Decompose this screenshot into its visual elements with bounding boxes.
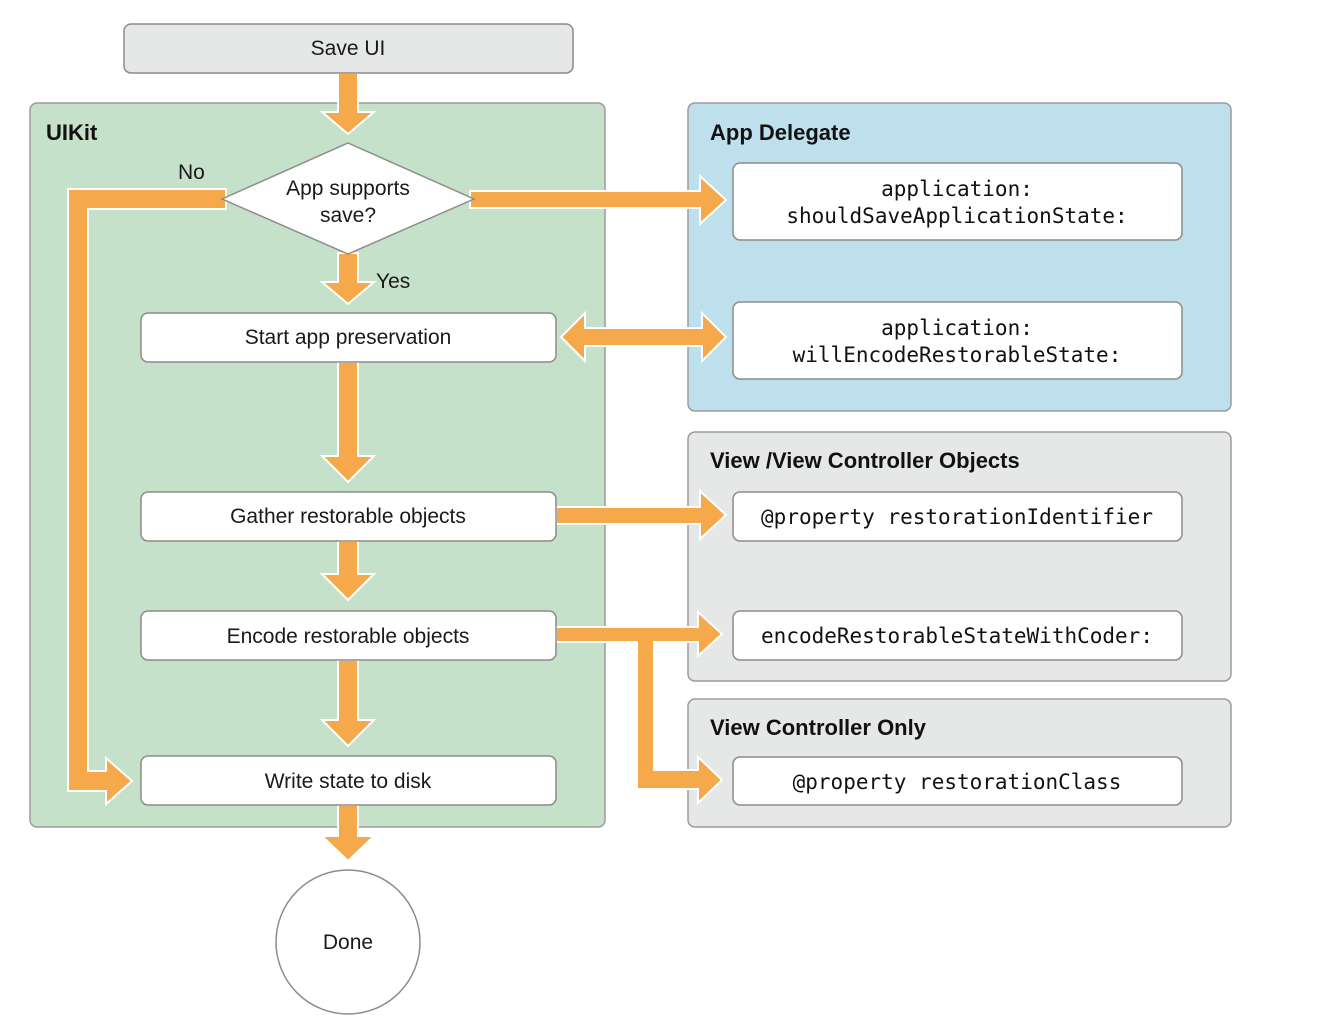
- save-ui-label: Save UI: [311, 37, 386, 60]
- restoration-class-label: @property restorationClass: [793, 770, 1122, 794]
- no-label: No: [178, 161, 205, 184]
- encode-objects-box: [140, 610, 557, 661]
- app-delegate-title: App Delegate: [710, 120, 851, 145]
- save-ui-box: [123, 23, 574, 74]
- restoration-identifier-box: [732, 491, 1183, 542]
- arrow-encode-to-write: [319, 659, 377, 748]
- view-objects-title: View /View Controller Objects: [710, 448, 1020, 473]
- will-encode-line2: willEncodeRestorableState:: [793, 343, 1122, 367]
- encode-with-coder-label: encodeRestorableStateWithCoder:: [761, 624, 1153, 648]
- arrow-gather-to-encode: [319, 540, 377, 602]
- gather-objects-box: [140, 491, 557, 542]
- restoration-class-box: [732, 756, 1183, 806]
- arrow-start-to-gather: [319, 361, 377, 484]
- flow-arrows: [67, 72, 728, 863]
- encode-with-coder-box: [732, 610, 1183, 661]
- write-state-box: [140, 755, 557, 806]
- decision-diamond: [220, 142, 476, 255]
- decision-label-line1: App supports: [286, 177, 410, 200]
- arrow-encode-to-coder-and-class: [555, 609, 724, 806]
- arrow-no-to-write: [67, 188, 227, 807]
- will-encode-line1: application:: [881, 316, 1033, 340]
- start-preservation-label: Start app preservation: [245, 326, 452, 349]
- should-save-line1: application:: [881, 177, 1033, 201]
- will-encode-state-box: [732, 301, 1183, 380]
- arrow-yes-to-start: [319, 252, 377, 306]
- arrow-decision-to-should-save: [469, 173, 728, 227]
- encode-objects-label: Encode restorable objects: [227, 625, 470, 648]
- decision-label-line2: save?: [320, 204, 376, 227]
- uikit-title: UIKit: [46, 120, 98, 145]
- arrow-save-to-decision: [319, 72, 377, 136]
- write-state-label: Write state to disk: [265, 770, 432, 793]
- view-controller-only-title: View Controller Only: [710, 715, 927, 740]
- done-label: Done: [323, 931, 373, 954]
- start-preservation-box: [140, 312, 557, 363]
- done-circle: [275, 869, 421, 1015]
- should-save-line2: shouldSaveApplicationState:: [786, 204, 1127, 228]
- gather-objects-label: Gather restorable objects: [230, 505, 466, 528]
- restoration-identifier-label: @property restorationIdentifier: [761, 505, 1153, 529]
- should-save-state-box: [732, 162, 1183, 241]
- arrow-start-will-encode: [559, 310, 728, 364]
- arrow-write-to-done: [319, 804, 377, 863]
- yes-label: Yes: [376, 270, 410, 293]
- arrow-gather-to-identifier: [555, 488, 728, 542]
